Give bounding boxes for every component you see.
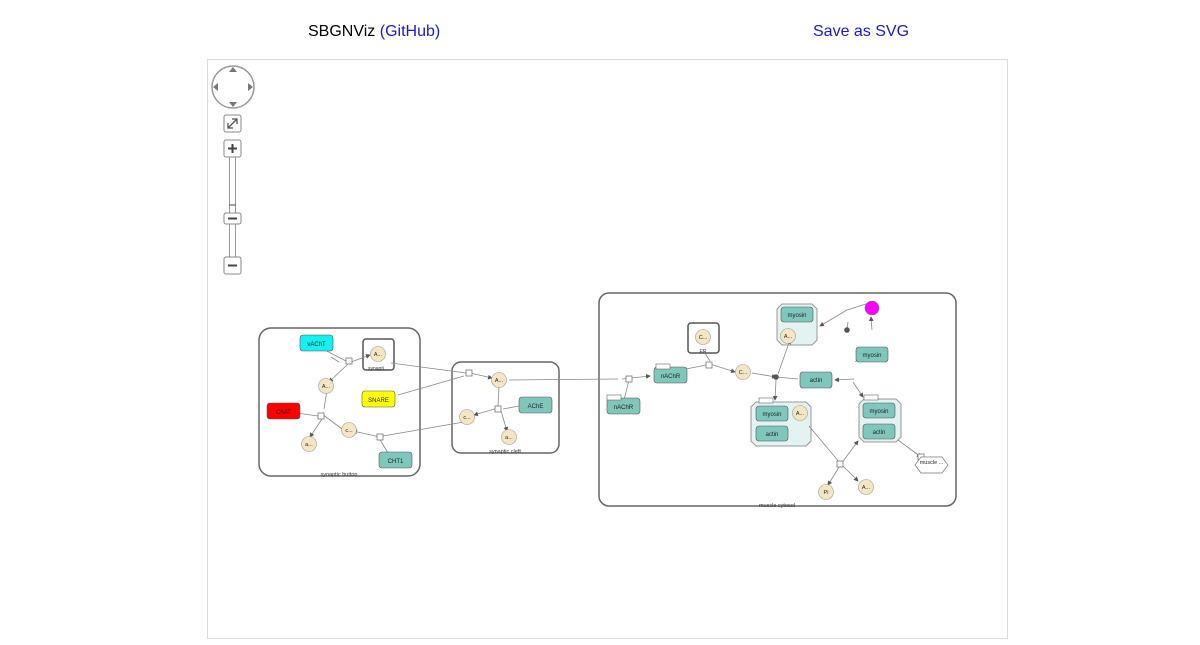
node-ache[interactable]: AChE (518, 396, 553, 414)
node-label: a... (505, 435, 513, 441)
node-actin-middle[interactable]: actin (799, 371, 833, 389)
node-pi[interactable]: Pi (818, 484, 834, 500)
github-link[interactable]: (GitHub) (379, 23, 441, 40)
node-myosin-complex2[interactable]: myosin (862, 402, 896, 419)
zoom-slider-handle[interactable] (223, 212, 242, 225)
save-as-svg-link[interactable]: Save as SVG (813, 23, 910, 40)
association-nodes (773, 327, 850, 380)
node-label: vAChT (307, 342, 326, 348)
node-label: C... (739, 370, 748, 376)
node-ca-cytosol[interactable]: C... (735, 364, 751, 380)
plus-icon (228, 144, 237, 153)
compartment-synaptic-cleft[interactable]: synaptic cleft (451, 361, 560, 455)
node-ca-box[interactable]: C... (695, 329, 711, 345)
node-choline-cleft[interactable]: c... (459, 409, 475, 425)
node-ach-button[interactable]: A... (318, 378, 334, 394)
node-label: c... (345, 428, 353, 434)
node-atp-complex[interactable]: A... (792, 405, 808, 421)
pan-up-icon[interactable] (229, 67, 237, 72)
pan-down-icon[interactable] (229, 102, 237, 107)
node-label: A... (862, 485, 871, 491)
node-label: ChAT (276, 410, 291, 416)
node-label: c... (463, 415, 471, 421)
node-label: A... (495, 378, 504, 384)
zoom-in-button[interactable] (223, 139, 242, 158)
node-choline-button[interactable]: c... (341, 422, 357, 438)
node-muscle-contraction[interactable]: muscle ... (914, 456, 949, 474)
simple-chemicals[interactable]: A... A... a... c... A... c... (301, 328, 874, 500)
node-label: SNARE (368, 398, 389, 404)
node-label: actin (766, 432, 779, 438)
node-label: myosin (862, 353, 881, 359)
app-name: SBGNViz (308, 23, 376, 40)
compartment-muscle-cytosol[interactable]: muscle cytosol (598, 292, 957, 509)
node-label: CHT1 (388, 459, 404, 465)
node-label: AChE (528, 404, 544, 410)
node-label: A... (374, 352, 383, 358)
node-label: A... (322, 384, 331, 390)
diagram-canvas[interactable]: synaptic button synaptic cleft muscle cy… (207, 59, 1008, 639)
node-adp[interactable]: A... (858, 479, 874, 495)
node-label: nAChR (614, 405, 634, 411)
node-nachr-pre[interactable]: nAChR (606, 394, 641, 415)
node-label: actin (873, 430, 886, 436)
node-label: myosin (869, 409, 888, 415)
compartment-small-box[interactable]: ER (687, 322, 720, 355)
node-ach-cleft[interactable]: A... (491, 372, 507, 388)
pan-right-icon[interactable] (248, 83, 253, 91)
node-nachr-post[interactable]: nAChR (653, 363, 688, 384)
pan-control[interactable] (211, 65, 255, 109)
compartment-label: synapti... (368, 366, 388, 372)
state-variable (606, 394, 622, 401)
node-label: Pi (824, 490, 829, 496)
compartment-label: synaptic cleft (489, 449, 521, 455)
zoom-out-button[interactable] (223, 256, 242, 275)
zoom-slider[interactable] (229, 157, 236, 257)
node-label: myosin (787, 313, 806, 319)
node-label: actin (810, 378, 823, 384)
node-label: a... (305, 442, 313, 448)
header-title: SBGNViz (GitHub) (308, 23, 440, 41)
node-label: muscle ... (920, 460, 944, 466)
node-vacht[interactable]: vAChT (299, 334, 334, 352)
compartment-label: synaptic button (321, 472, 358, 478)
compartment-synaptic-button[interactable]: synaptic button (258, 327, 421, 478)
node-actin-complex1[interactable]: actin (755, 425, 789, 442)
node-cht1[interactable]: CHT1 (378, 451, 413, 469)
node-ach-vesicle[interactable]: A... (370, 346, 386, 362)
compartment-synaptic-vesicle[interactable]: synapti... (362, 338, 395, 372)
node-chat[interactable]: ChAT (266, 402, 301, 420)
fit-icon (227, 118, 238, 129)
node-acetate[interactable]: a... (501, 429, 517, 445)
node-myosin-complex1[interactable]: myosin (755, 405, 789, 422)
compartment-label: muscle cytosol (759, 503, 795, 509)
node-label: C... (699, 335, 708, 341)
node-calcium-ion[interactable] (864, 300, 880, 316)
state-variable (655, 363, 671, 370)
node-label: nAChR (661, 374, 681, 380)
node-myosin-top[interactable]: myosin (780, 306, 814, 323)
compartment-label: ER (700, 349, 707, 355)
node-snare[interactable]: SNARE (361, 390, 396, 408)
node-actin-complex2[interactable]: actin (862, 423, 896, 440)
fit-button[interactable] (223, 114, 242, 133)
node-label: A... (784, 334, 793, 340)
node-acetyl[interactable]: a... (301, 436, 317, 452)
pan-left-icon[interactable] (213, 83, 218, 91)
node-label: myosin (762, 412, 781, 418)
node-myosin-right[interactable]: myosin (855, 346, 889, 363)
node-atp-top[interactable]: A... (780, 328, 796, 344)
node-label: A... (796, 411, 805, 417)
